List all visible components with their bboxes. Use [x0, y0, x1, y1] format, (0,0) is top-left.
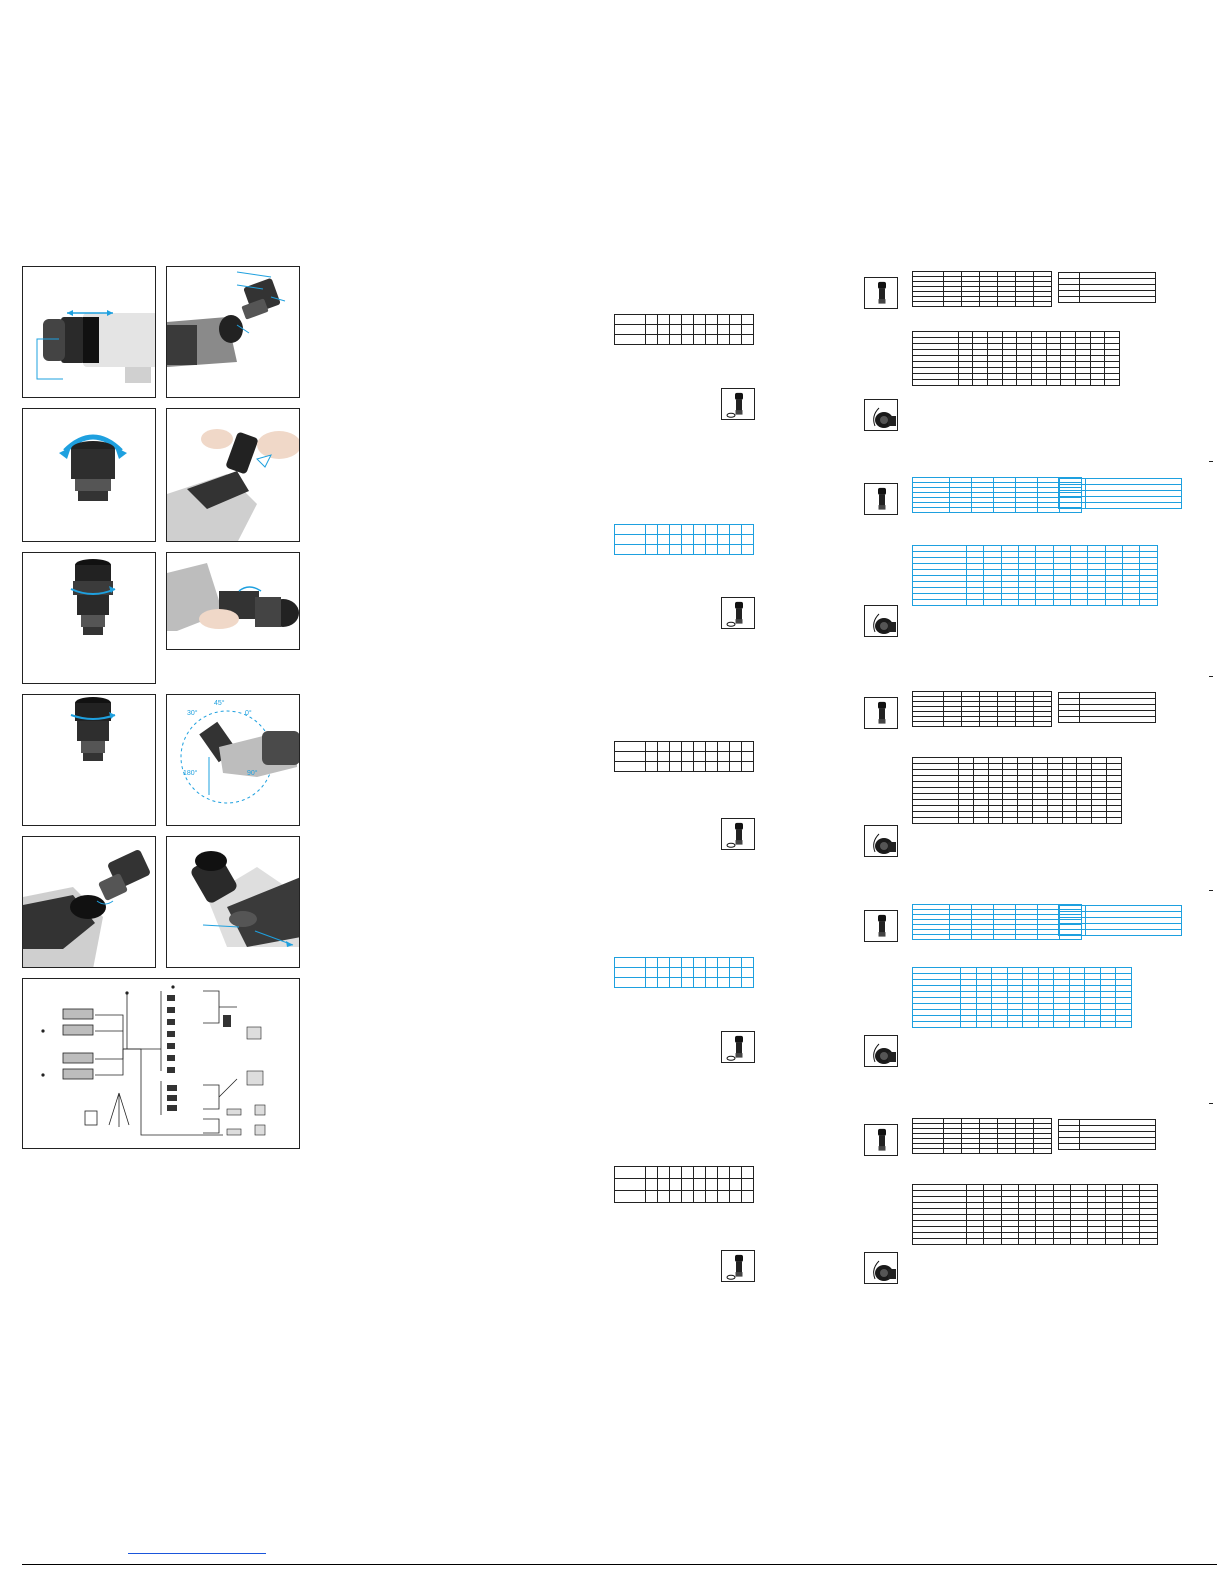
- page-edge-tick: [1209, 676, 1213, 677]
- camera-adapter-icon: [864, 605, 898, 637]
- section-5-side-table: [1057, 1119, 1156, 1150]
- angle-label-180: 180°: [183, 769, 198, 777]
- eyepiece-with-adapter-icon: [721, 818, 755, 850]
- eyepiece-attach-illustration: [167, 271, 286, 367]
- illustration-panel-10: [166, 836, 300, 968]
- page-edge-tick: [1209, 1103, 1213, 1104]
- camera-adapter-icon: [864, 1035, 898, 1067]
- page-edge-tick: [1209, 461, 1213, 462]
- spec-table-1: [614, 314, 755, 345]
- hands-attach-illustration: [167, 429, 299, 541]
- eyepiece-with-adapter-icon: [721, 597, 755, 629]
- section-4-lower-table: [911, 967, 1132, 1028]
- angle-label-45: 45°: [214, 699, 225, 707]
- section-4-side-table: [1057, 905, 1182, 936]
- illustration-panel-6: [166, 552, 300, 650]
- zoom-eyepiece-illustration: [70, 559, 116, 635]
- eyepiece-icon: [864, 910, 898, 942]
- illustration-panel-3: [22, 408, 156, 542]
- eyepiece-with-adapter-icon: [721, 388, 755, 420]
- camera-adapter-icon: [864, 825, 898, 857]
- section-3-side-table: [1057, 692, 1156, 723]
- spec-table-3: [614, 741, 755, 772]
- illustration-panel-1: [22, 266, 156, 398]
- illustration-panel-7: [22, 694, 156, 826]
- illustration-panel-9: [22, 836, 156, 968]
- attach-twist-illustration: [167, 563, 299, 631]
- illustration-panel-8: 45° 30° 0° 180° 90°: [166, 694, 300, 826]
- eyepiece-icon: [864, 483, 898, 515]
- illustration-panel-2: [166, 266, 300, 398]
- spec-table-2: [614, 524, 755, 555]
- section-3-main-table: [912, 691, 1053, 727]
- rotation-angle-illustration: 45° 30° 0° 180° 90°: [180, 699, 299, 804]
- section-2-side-table: [1057, 478, 1182, 509]
- section-2-main-table: [911, 477, 1082, 513]
- section-5-lower-table: [912, 1184, 1158, 1245]
- section-4-main-table: [911, 904, 1082, 940]
- camera-adapter-icon: [864, 1252, 898, 1284]
- eyepiece-focus-illustration: [70, 697, 116, 761]
- eyepiece-icon: [864, 277, 898, 309]
- eyepiece-with-adapter-icon: [721, 1250, 755, 1282]
- illustration-panel-5: [22, 552, 156, 684]
- footer-rule: [22, 1564, 1217, 1565]
- eyepiece-rotate-illustration: [59, 434, 127, 501]
- eyepiece-icon: [864, 697, 898, 729]
- system-chart-diagram: [41, 985, 266, 1136]
- eyepiece-remove-illustration: [23, 850, 150, 967]
- illustration-panel-4: [166, 408, 300, 542]
- section-1-side-table: [1057, 272, 1156, 303]
- scope-eyepiece-side-illustration: [191, 851, 299, 947]
- angle-label-90: 90°: [247, 769, 258, 777]
- spec-table-4: [614, 957, 755, 988]
- angle-label-0: 0°: [245, 709, 252, 717]
- scope-objective-illustration: [36, 310, 155, 383]
- eyepiece-with-adapter-icon: [721, 1031, 755, 1063]
- section-3-lower-table: [912, 757, 1122, 824]
- section-2-lower-table: [912, 545, 1158, 606]
- spec-table-5: [614, 1166, 755, 1203]
- section-1-lower-table: [912, 331, 1120, 386]
- section-5-main-table: [912, 1118, 1053, 1154]
- camera-adapter-icon: [864, 399, 898, 431]
- system-chart-panel: [22, 978, 300, 1149]
- eyepiece-icon: [864, 1124, 898, 1156]
- footer-link-underline[interactable]: [128, 1553, 266, 1554]
- angle-label-30: 30°: [187, 709, 198, 717]
- section-1-main-table: [912, 271, 1053, 307]
- page-edge-tick: [1209, 890, 1213, 891]
